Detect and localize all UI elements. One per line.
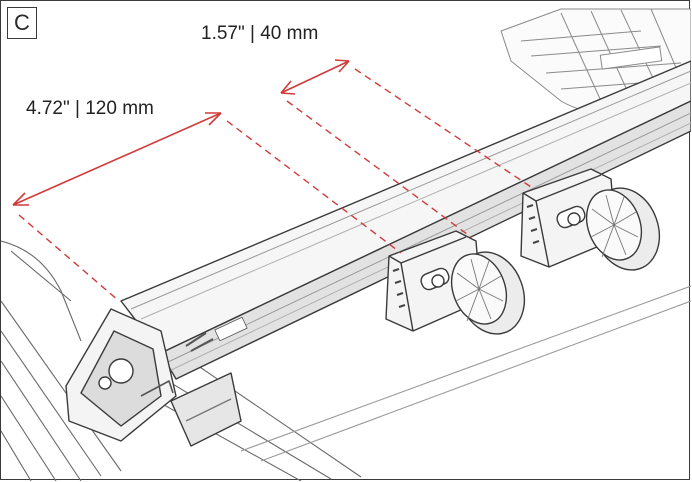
double-arrow-dimension-icon — [12, 112, 222, 206]
dimension-label-120mm: 4.72" | 120 mm — [26, 98, 154, 119]
double-arrow-dimension-icon — [280, 60, 350, 94]
end-cap — [65, 308, 177, 442]
dimension-lines — [12, 59, 532, 302]
foot-bracket — [170, 372, 242, 447]
clamp-right — [520, 168, 661, 271]
clamp-left — [385, 230, 526, 335]
dimension-label-40mm: 1.57" | 40 mm — [201, 23, 319, 44]
crossbar — [120, 60, 691, 380]
step-label: C — [7, 7, 37, 39]
